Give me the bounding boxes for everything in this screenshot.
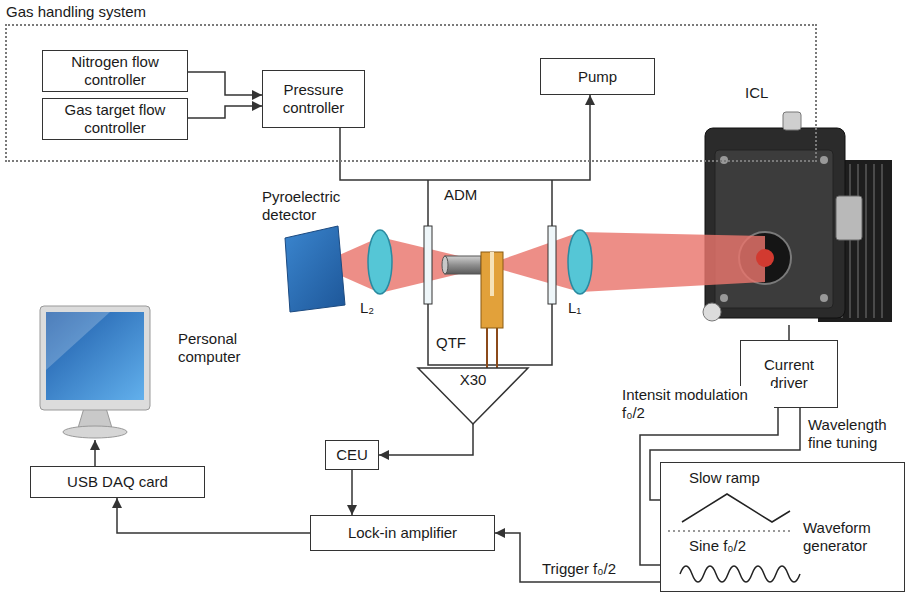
- ramp-wave: [682, 494, 790, 522]
- process-box: Nitrogen flow controller: [42, 50, 188, 92]
- process-box: Lock-in amplifier: [310, 515, 495, 551]
- node-text: Lock-in amplifier: [348, 524, 457, 542]
- connector: [379, 424, 473, 455]
- cell-window: [424, 226, 432, 304]
- connector: [94, 440, 96, 466]
- detector-symbol: [285, 226, 345, 312]
- node-text: ICL: [745, 84, 768, 102]
- laser-aperture: [756, 249, 774, 267]
- node-text: Gas target flow controller: [48, 101, 182, 137]
- connector: [117, 498, 310, 533]
- cell-outline: [428, 180, 552, 365]
- signal-label: Intensit modulation f₀/2: [620, 386, 774, 422]
- node-text: Gas handling system: [6, 3, 146, 21]
- node-text: CEU: [336, 446, 368, 464]
- group-box: Gas handling systemNitrogen flow control…: [5, 24, 817, 162]
- monitor-icon: [40, 306, 150, 438]
- laser-beam: [328, 232, 765, 293]
- part-label: L₁: [568, 299, 581, 317]
- process-box: CEU: [325, 440, 379, 470]
- process-box: USB DAQ card: [30, 466, 205, 498]
- part-label: QTF: [436, 334, 466, 352]
- signal-label: Wavelength fine tuning: [806, 416, 910, 452]
- divider-line: [668, 531, 792, 532]
- cell-window: [548, 226, 556, 304]
- lens: [368, 230, 392, 294]
- connector: [495, 533, 660, 582]
- node-text: Personal computer: [178, 330, 263, 366]
- process-box: Pressure controller: [262, 70, 365, 128]
- node-text: Pump: [578, 68, 617, 86]
- node-text: USB DAQ card: [67, 473, 168, 491]
- signal-label: Trigger f₀/2: [540, 560, 618, 578]
- sine-wave: [680, 566, 800, 582]
- process-box: Gas target flow controller: [42, 98, 188, 140]
- computer-unit: Personal computer: [30, 300, 265, 440]
- laser-housing: [703, 112, 892, 322]
- lens: [568, 230, 592, 294]
- resonator-tube: [442, 256, 448, 274]
- connector: [188, 72, 262, 95]
- laser-unit: ICL: [695, 82, 905, 325]
- node-text: Slow ramp: [689, 469, 760, 487]
- tuning-fork: [481, 252, 503, 368]
- node-text: Sine f₀/2: [689, 537, 746, 555]
- part-label: L₂: [360, 299, 374, 317]
- part-label: ADM: [444, 186, 477, 204]
- node-text: X30: [418, 371, 528, 389]
- node-text: Waveform generator: [803, 519, 901, 555]
- process-box: Pump: [540, 58, 655, 95]
- part-label: Pyroelectric detector: [262, 188, 372, 224]
- generator-box: Slow rampSine f₀/2 Waveform generator: [660, 462, 905, 592]
- node-text: Nitrogen flow controller: [48, 53, 182, 89]
- connector: [340, 95, 590, 180]
- amplifier-symbol: [418, 368, 528, 424]
- connector: [788, 325, 790, 340]
- connector: [351, 470, 353, 515]
- node-text: Pressure controller: [268, 81, 359, 117]
- resonator-tube: [445, 256, 481, 274]
- amplifier-node: X30: [418, 368, 528, 424]
- connector: [188, 106, 262, 118]
